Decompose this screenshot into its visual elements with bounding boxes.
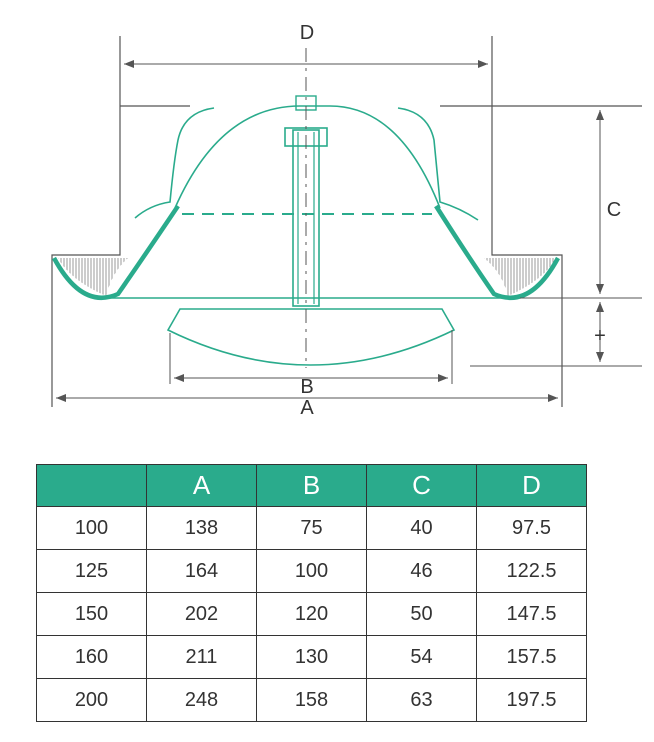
header-c: C <box>366 464 477 507</box>
dimension-lines <box>56 60 642 402</box>
table-cell: 130 <box>256 635 367 679</box>
dimension-label-a: A <box>300 397 314 419</box>
table-cell: 63 <box>366 678 477 722</box>
table-cell: 100 <box>256 549 367 593</box>
table-cell: 75 <box>256 506 367 550</box>
table-cell: 202 <box>146 592 257 636</box>
table-row: 200 248 158 63 197.5 <box>36 678 587 722</box>
table-cell: 54 <box>366 635 477 679</box>
header-d: D <box>476 464 587 507</box>
table-cell: 248 <box>146 678 257 722</box>
dimension-label-b: B <box>300 376 313 398</box>
table-row: 160 211 130 54 157.5 <box>36 635 587 679</box>
header-b: B <box>256 464 367 507</box>
table-header-row: A B C D <box>36 464 587 507</box>
table-cell: 46 <box>366 549 477 593</box>
table-row: 125 164 100 46 122.5 <box>36 549 587 593</box>
table-row: 100 138 75 40 97.5 <box>36 506 587 550</box>
table-cell: 158 <box>256 678 367 722</box>
table-cell: 50 <box>366 592 477 636</box>
header-size <box>36 464 147 507</box>
table-cell: 138 <box>146 506 257 550</box>
table-cell: 150 <box>36 592 147 636</box>
table-cell: 164 <box>146 549 257 593</box>
left-flange-hatching <box>58 258 128 296</box>
table-cell: 160 <box>36 635 147 679</box>
right-flange-hatching <box>484 258 556 296</box>
dimension-label-d: D <box>300 22 314 44</box>
table-cell: 120 <box>256 592 367 636</box>
table-row: 150 202 120 50 147.5 <box>36 592 587 636</box>
cap-body <box>52 95 560 366</box>
table-cell: 147.5 <box>476 592 587 636</box>
table-cell: 125 <box>36 549 147 593</box>
table-cell: 157.5 <box>476 635 587 679</box>
table-cell: 197.5 <box>476 678 587 722</box>
dimension-label-c: C <box>607 199 621 221</box>
dimension-label-plus: + <box>594 325 606 347</box>
table-cell: 40 <box>366 506 477 550</box>
dimensions-table: A B C D 100 138 75 40 97.5 125 164 100 4… <box>36 464 587 722</box>
table-cell: 100 <box>36 506 147 550</box>
table-cell: 200 <box>36 678 147 722</box>
table-cell: 211 <box>146 635 257 679</box>
table-cell: 97.5 <box>476 506 587 550</box>
table-cell: 122.5 <box>476 549 587 593</box>
vent-cap-diagram: D C + B A <box>51 22 642 419</box>
duct-outline <box>51 36 642 407</box>
header-a: A <box>146 464 257 507</box>
